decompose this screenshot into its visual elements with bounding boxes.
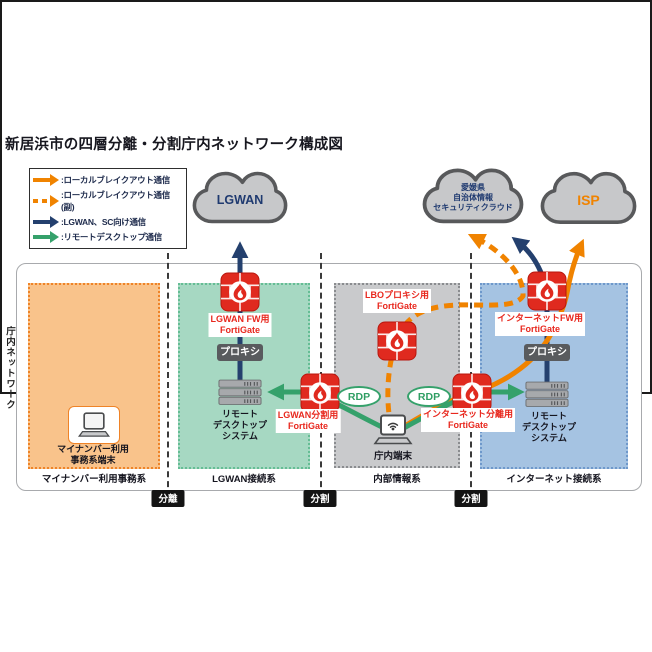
legend-item: :リモートデスクトップ通信 <box>33 231 183 243</box>
zone-label-lgwan: LGWAN接続系 <box>212 474 276 485</box>
legend-label: :ローカルブレイクアウト通信(副) <box>61 190 170 212</box>
laptop-icon <box>77 411 111 437</box>
gov-network-label: 庁内ネットワーク <box>4 326 15 410</box>
isp-cloud: ISP <box>540 167 637 233</box>
cloud-icon <box>540 171 637 225</box>
legend-item: :LGWAN、SC向け通信 <box>33 216 183 228</box>
server-icon <box>218 379 262 411</box>
gov-terminal-label: 庁内端末 <box>373 451 413 462</box>
server-label-internet: リモート デスクトップ システム <box>521 411 577 443</box>
server-label-lgwan: リモート デスクトップ システム <box>212 409 268 441</box>
page-title: 新居浜市の四層分離・分割庁内ネットワーク構成図 <box>5 137 344 153</box>
legend: :ローカルブレイクアウト通信 :ローカルブレイクアウト通信(副) :LGWAN、… <box>29 168 187 249</box>
cloud-icon <box>192 171 288 224</box>
fortigate-lgwan-fw-label: LGWAN FW用 FortiGate <box>208 313 272 337</box>
fortigate-internet-split-label: インターネット分離用 FortiGate <box>420 408 516 432</box>
fortigate-lbo-proxy-label: LBOプロキシ用 FortiGate <box>363 289 431 313</box>
server-icon <box>525 381 569 413</box>
fortigate-lbo-proxy-icon <box>377 321 417 366</box>
legend-item: :ローカルブレイクアウト通信(副) <box>33 189 183 213</box>
mynumber-terminal-box <box>68 406 120 444</box>
proxy-badge-lgwan: プロキシ <box>217 344 263 361</box>
lbo-secondary-dashed-arrow <box>385 233 526 428</box>
fortigate-internet-fw-label: インターネットFW用 FortiGate <box>495 312 585 336</box>
legend-arrow-rdp-icon <box>33 231 59 243</box>
fortigate-internet-split-icon <box>452 373 492 418</box>
split-tag: 分割 <box>454 490 488 507</box>
fortigate-lgwan-split-label: LGWAN分割用 FortiGate <box>275 409 341 433</box>
rdp-badge-left: RDP <box>337 386 381 407</box>
legend-arrow-lbo-icon <box>33 174 59 186</box>
legend-arrow-lgwan-icon <box>33 216 59 228</box>
zone-label-mynumber: マイナンバー利用事務系 <box>41 474 147 485</box>
cloud-icon <box>422 168 524 224</box>
security-cloud: 愛媛県 自治体情報 セキュリティクラウド <box>422 163 524 233</box>
cloud-label: ISP <box>577 192 600 208</box>
zone-label-internet: インターネット接続系 <box>506 474 602 485</box>
rdp-badge-right: RDP <box>407 386 451 407</box>
gov-terminal-laptop-icon <box>373 414 413 452</box>
legend-label: :ローカルブレイクアウト通信 <box>61 175 170 185</box>
legend-item: :ローカルブレイクアウト通信 <box>33 174 183 186</box>
legend-label: :LGWAN、SC向け通信 <box>61 217 146 227</box>
legend-label: :リモートデスクトップ通信 <box>61 232 162 242</box>
fortigate-internet-fw-icon <box>527 271 567 316</box>
mynumber-terminal-label: マイナンバー利用 事務系端末 <box>57 444 129 465</box>
proxy-badge-internet: プロキシ <box>524 344 570 361</box>
legend-arrow-lbo-secondary-icon <box>33 195 59 207</box>
lgwan-cloud: LGWAN <box>192 166 288 233</box>
separation-tag: 分離 <box>151 490 185 507</box>
fortigate-lgwan-fw-icon <box>220 272 260 317</box>
separator-line <box>167 253 169 507</box>
zone-label-internal: 内部情報系 <box>373 474 421 485</box>
cloud-label: LGWAN <box>216 192 264 207</box>
cloud-label: 愛媛県 自治体情報 セキュリティクラウド <box>433 183 513 212</box>
split-tag: 分割 <box>303 490 337 507</box>
